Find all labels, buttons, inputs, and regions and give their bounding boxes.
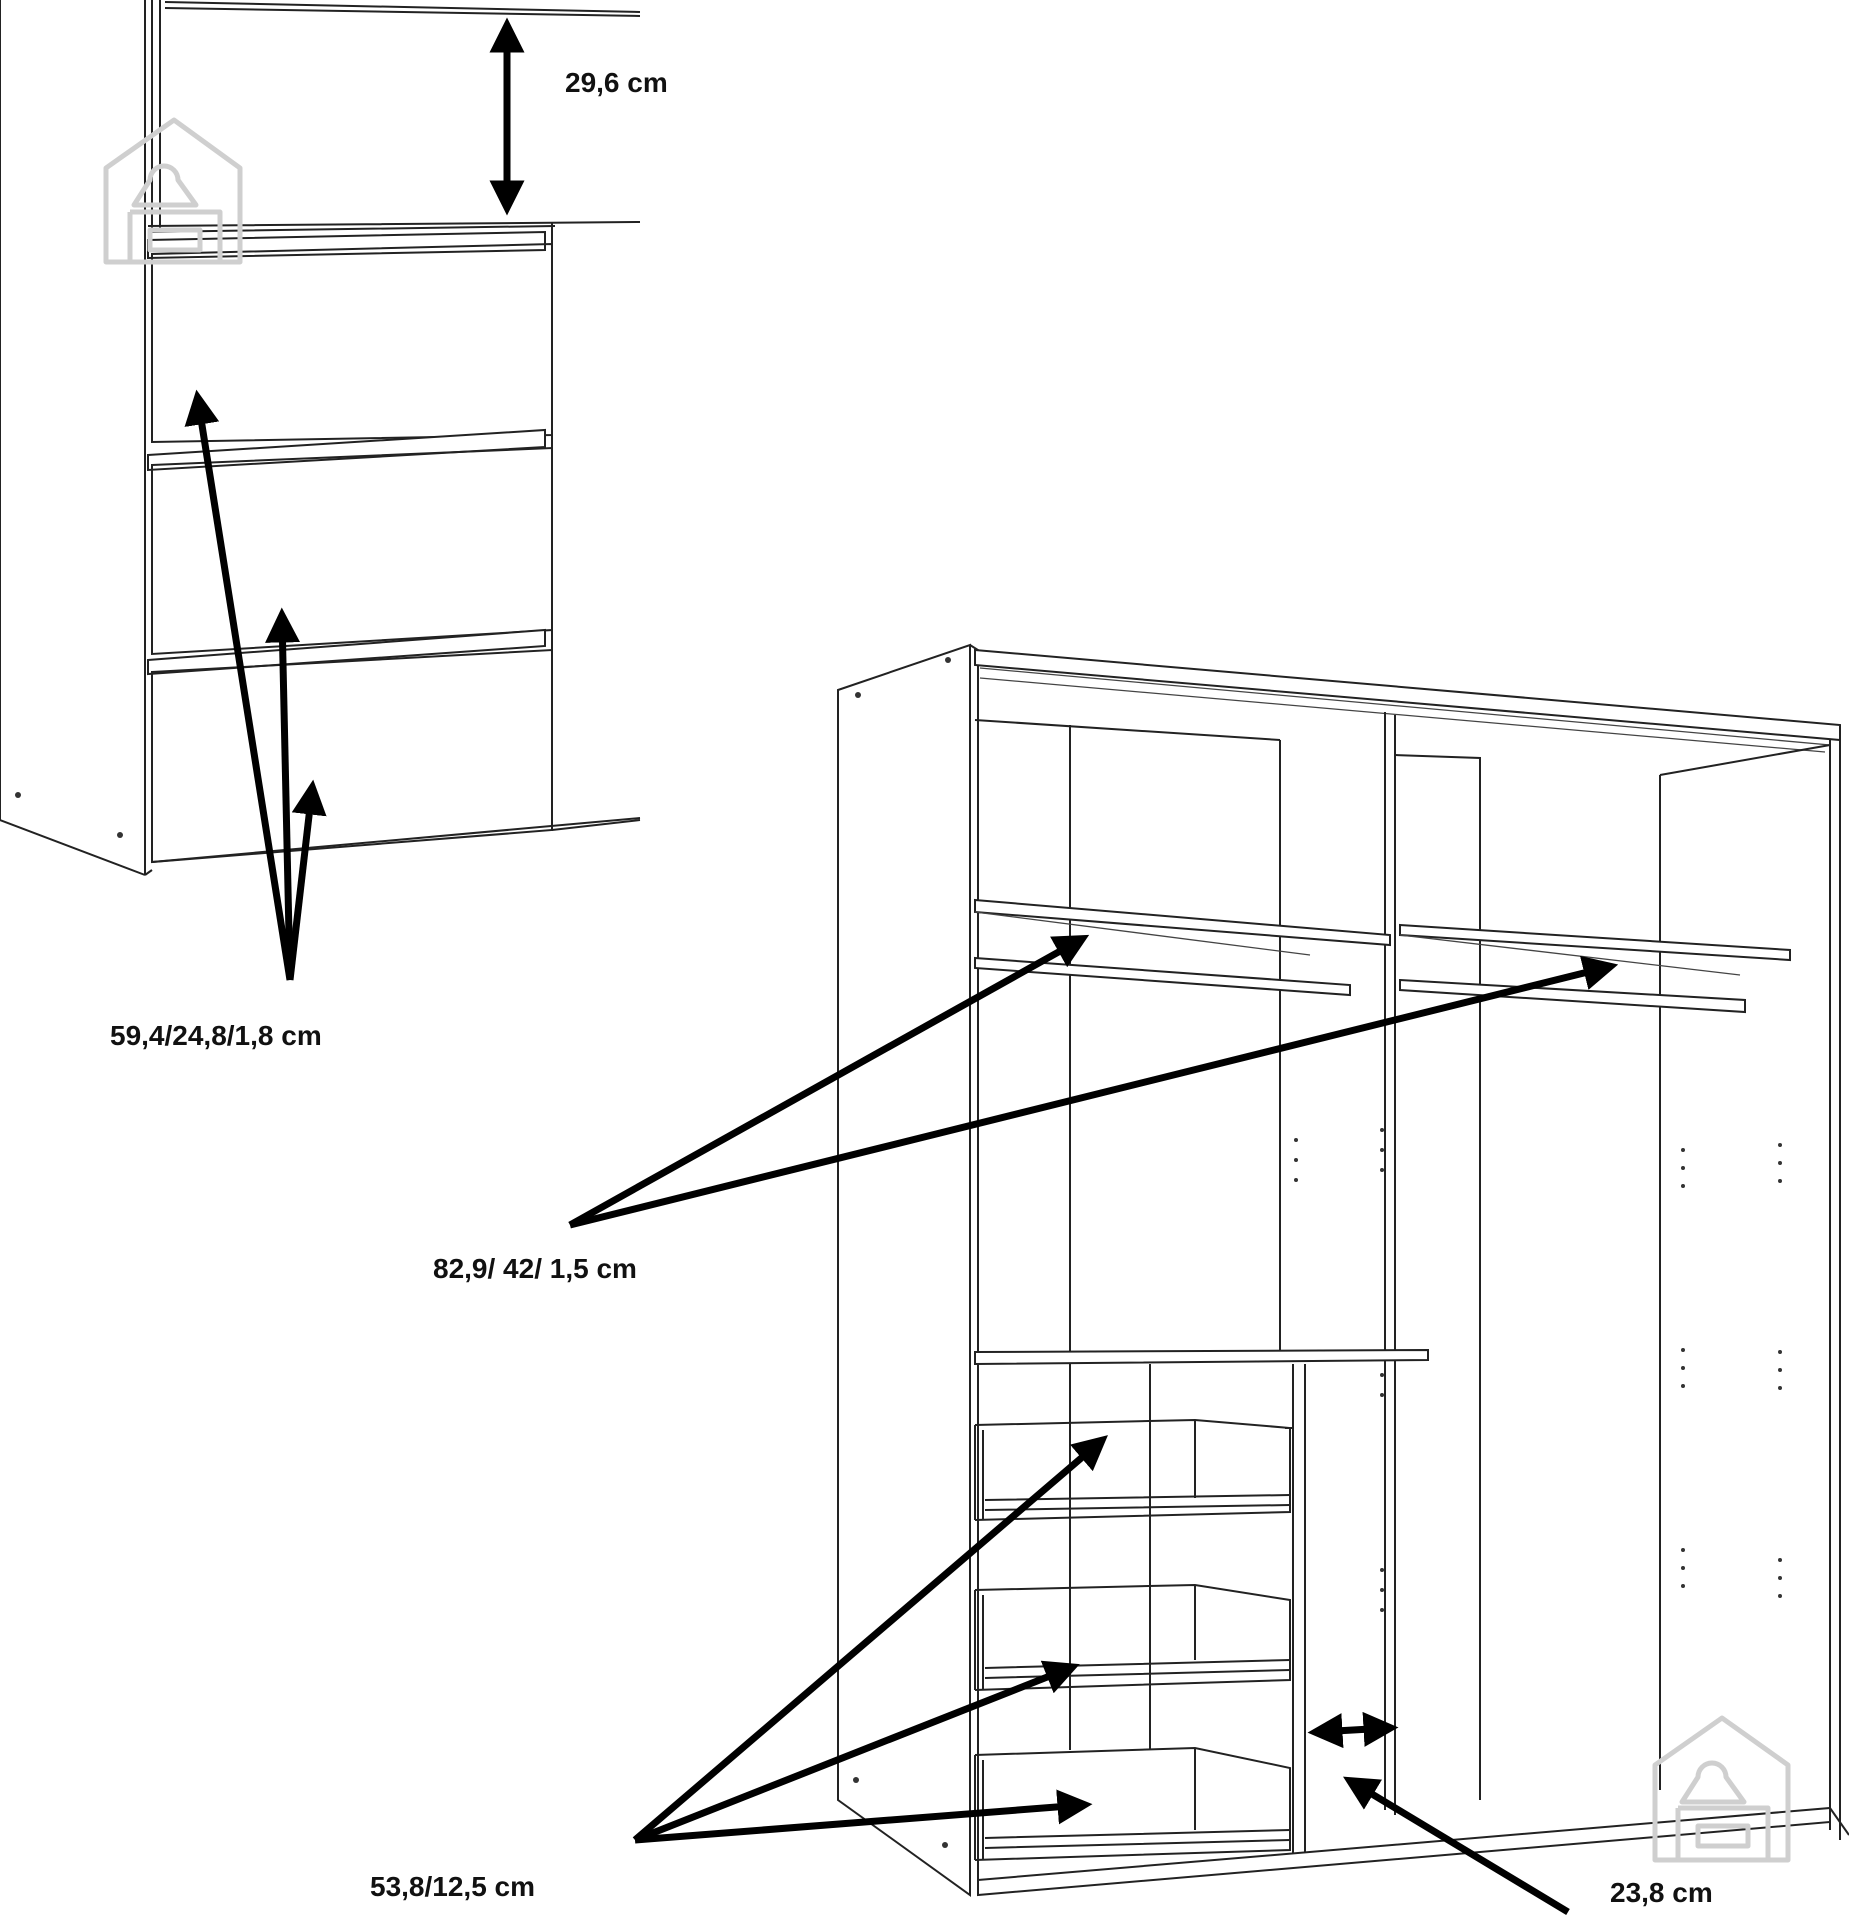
house-hanger-watermark-icon [1652, 1715, 1791, 1863]
wardrobe-body [837, 643, 1849, 1897]
inner-drawer-2 [974, 1583, 1291, 1691]
label-shelves: 82,9/ 42/ 1,5 cm [433, 1253, 637, 1284]
label-compartment-width: 23,8 cm [1610, 1877, 1713, 1908]
house-hanger-watermark-icon [103, 117, 243, 265]
dimension-arrows [184, 17, 1619, 1915]
label-drawer-front-gap: 29,6 cm [565, 67, 668, 98]
label-inner-drawers: 53,8/12,5 cm [370, 1871, 535, 1902]
system-holes [1294, 1128, 1782, 1612]
drawer-stack-detail [0, 0, 641, 876]
inner-drawer-1 [974, 1418, 1294, 1521]
inner-drawer-3 [974, 1746, 1291, 1861]
label-drawer-fronts: 59,4/24,8/1,8 cm [110, 1020, 322, 1051]
